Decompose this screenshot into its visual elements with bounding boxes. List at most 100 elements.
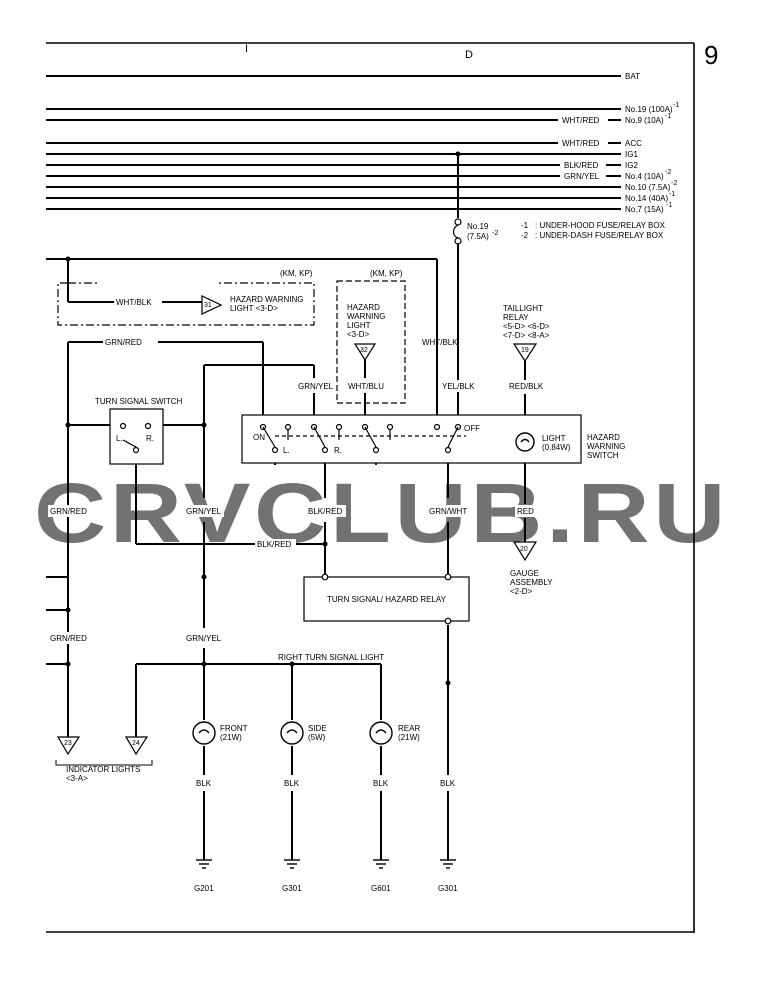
relay-terminals [321, 573, 452, 625]
wire-label: BLK/RED [257, 540, 291, 549]
page-number: 9 [704, 40, 718, 70]
fuse-rating: (7.5A) [467, 232, 489, 241]
junction-dots [65, 256, 451, 686]
option-label: (KM, KP) [280, 269, 313, 278]
option-boxes [57, 280, 406, 404]
gauge-label: GAUGE [510, 569, 539, 578]
page-frame [46, 42, 695, 933]
connector-20-icon: 20 [512, 541, 538, 562]
ground-label: G201 [194, 884, 214, 893]
hazard-light-label: LIGHT <3-D> [230, 304, 278, 313]
connector-number: 32 [360, 347, 368, 354]
ground-label: G301 [438, 884, 458, 893]
ground-icons [196, 859, 456, 869]
wire-label: WHT/BLK [116, 298, 152, 307]
relay-label: TURN SIGNAL/ HAZARD RELAY [327, 595, 447, 604]
column-mark-d: D [465, 49, 473, 61]
rail-label: IG1 [625, 150, 638, 159]
rail-wire-labels: WHT/RED WHT/RED BLK/RED GRN/YEL [558, 115, 608, 181]
gauge-label: ASSEMBLY [510, 578, 553, 587]
connector-number: 24 [132, 740, 140, 747]
turn-signal-hazard-relay [303, 576, 470, 622]
wire-label: RED/BLK [509, 382, 544, 391]
connector-number: 19 [521, 347, 529, 354]
wire-label: GRN/YEL [186, 507, 222, 516]
connector-number: 31 [204, 302, 212, 309]
indicator-label: INDICATOR LIGHTS [66, 765, 140, 774]
wire-label: GRN/RED [105, 338, 142, 347]
power-rail-lines [46, 75, 621, 210]
rail-wire-label: GRN/YEL [564, 172, 600, 181]
note-text: : UNDER-DASH FUSE/RELAY BOX [535, 231, 664, 240]
switch-pos-l: L. [116, 434, 123, 443]
bulb-name: FRONT [220, 724, 248, 733]
indicator-bracket [55, 760, 153, 766]
wire-label: BLK [440, 779, 456, 788]
hazard-light-box-label: WARNING [347, 312, 385, 321]
wire-label: BLK [373, 779, 389, 788]
rail-terminal-labels: BAT No.19 (100A) -1 No.9 (10A) -1 ACC IG… [625, 72, 679, 214]
switch-label-l: L. [283, 446, 290, 455]
note-mark: -1 [521, 221, 529, 230]
rail-note-mark: -1 [669, 191, 675, 198]
rail-label: ACC [625, 139, 642, 148]
rail-wire-label: WHT/RED [562, 116, 600, 125]
wire-label: GRN/YEL [186, 634, 222, 643]
switch-pos-r: R. [146, 434, 154, 443]
bulb-name: REAR [398, 724, 420, 733]
wire-label: WHT/BLU [348, 382, 384, 391]
connector-number: 20 [520, 546, 528, 553]
hazard-light-rating: (0.84W) [542, 443, 571, 452]
turn-signal-switch [109, 408, 164, 465]
rail-wire-label: BLK/RED [564, 161, 598, 170]
taillight-relay-label: TAILLIGHT [503, 304, 543, 313]
watermark: CRVCLUB.RU [34, 466, 729, 560]
switch-label-off: OFF [464, 424, 480, 433]
rail-label: No.19 (100A) [625, 105, 673, 114]
hazard-switch-title: WARNING [587, 442, 625, 451]
connector-31-icon: 31 [201, 295, 223, 315]
rail-wire-label: WHT/RED [562, 139, 600, 148]
connector-number: 23 [64, 740, 72, 747]
fuse-name: No.19 [467, 222, 489, 231]
wire-label: BLK [284, 779, 300, 788]
wire-labels: WHT/BLK GRN/RED WHT/BLK GRN/YEL WHT/BLU … [48, 297, 544, 788]
rail-label: No.9 (10A) [625, 116, 664, 125]
bulb-icons [192, 721, 393, 745]
rail-label: No.10 (7.5A) [625, 183, 671, 192]
bulb-rating: (21W) [220, 733, 242, 742]
wire-label: BLK [196, 779, 212, 788]
hazard-light-box-label: HAZARD [347, 303, 380, 312]
hazard-indicator-bulb-icon [515, 432, 535, 452]
taillight-relay-label: <5-D> <6-D> [503, 322, 550, 331]
indicator-label: <3-A> [66, 774, 88, 783]
fuse-note-mark: -2 [492, 230, 498, 237]
rail-note-mark: -2 [665, 169, 671, 176]
taillight-relay-label: <7-D> <8-A> [503, 331, 550, 340]
wire-label: WHT/BLK [422, 338, 458, 347]
note-text: : UNDER-HOOD FUSE/RELAY BOX [535, 221, 666, 230]
bulb-rating: (21W) [398, 733, 420, 742]
rail-label: No.4 (10A) [625, 172, 664, 181]
ground-label: G301 [282, 884, 302, 893]
connector-19-icon: 19 [512, 343, 538, 363]
hazard-light-label: HAZARD WARNING [230, 295, 303, 304]
connector-23-icon: 23 [56, 736, 81, 756]
ground-label: G601 [371, 884, 391, 893]
rail-note-mark: -1 [665, 113, 671, 120]
wire-label: GRN/RED [50, 634, 87, 643]
gauge-label: <2-D> [510, 587, 533, 596]
wire-label: GRN/WHT [429, 507, 467, 516]
hazard-light-box-label: <3-D> [347, 330, 370, 339]
rail-label: IG2 [625, 161, 638, 170]
rail-label: BAT [625, 72, 640, 81]
bulb-name: SIDE [308, 724, 327, 733]
rail-label: No.14 (40A) [625, 194, 668, 203]
hazard-switch-title: HAZARD [587, 433, 620, 442]
turn-signal-switch-title: TURN SIGNAL SWITCH [95, 397, 182, 406]
connector-24-icon: 24 [124, 736, 149, 756]
taillight-relay-label: RELAY [503, 313, 529, 322]
fuse-no19 [452, 151, 462, 425]
wire-label: GRN/RED [50, 507, 87, 516]
